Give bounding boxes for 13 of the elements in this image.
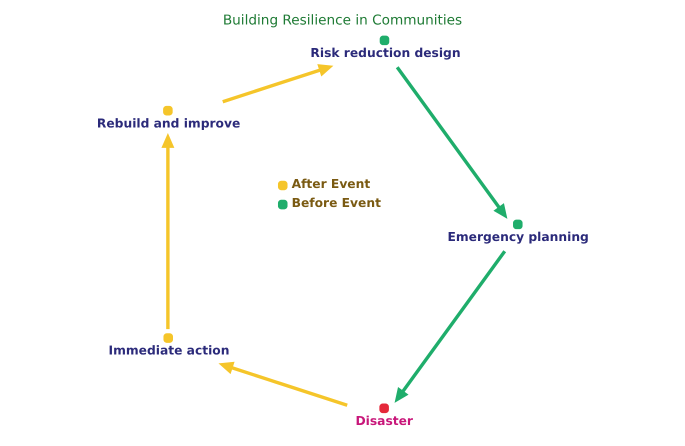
legend-label: Before Event <box>292 196 381 210</box>
legend-label: After Event <box>292 176 370 191</box>
arrow <box>394 250 506 403</box>
node-label: Disaster <box>355 414 413 428</box>
node-label: Rebuild and improve <box>96 116 240 130</box>
arrow <box>218 362 348 407</box>
arrow <box>161 133 174 330</box>
node-label: Risk reduction design <box>310 46 461 60</box>
node-label: Immediate action <box>108 344 230 358</box>
arrow <box>396 66 508 219</box>
node-label: Emergency planning <box>448 230 589 244</box>
diagram-title: Building Resilience in Communities <box>222 12 462 29</box>
arrow <box>222 64 334 104</box>
